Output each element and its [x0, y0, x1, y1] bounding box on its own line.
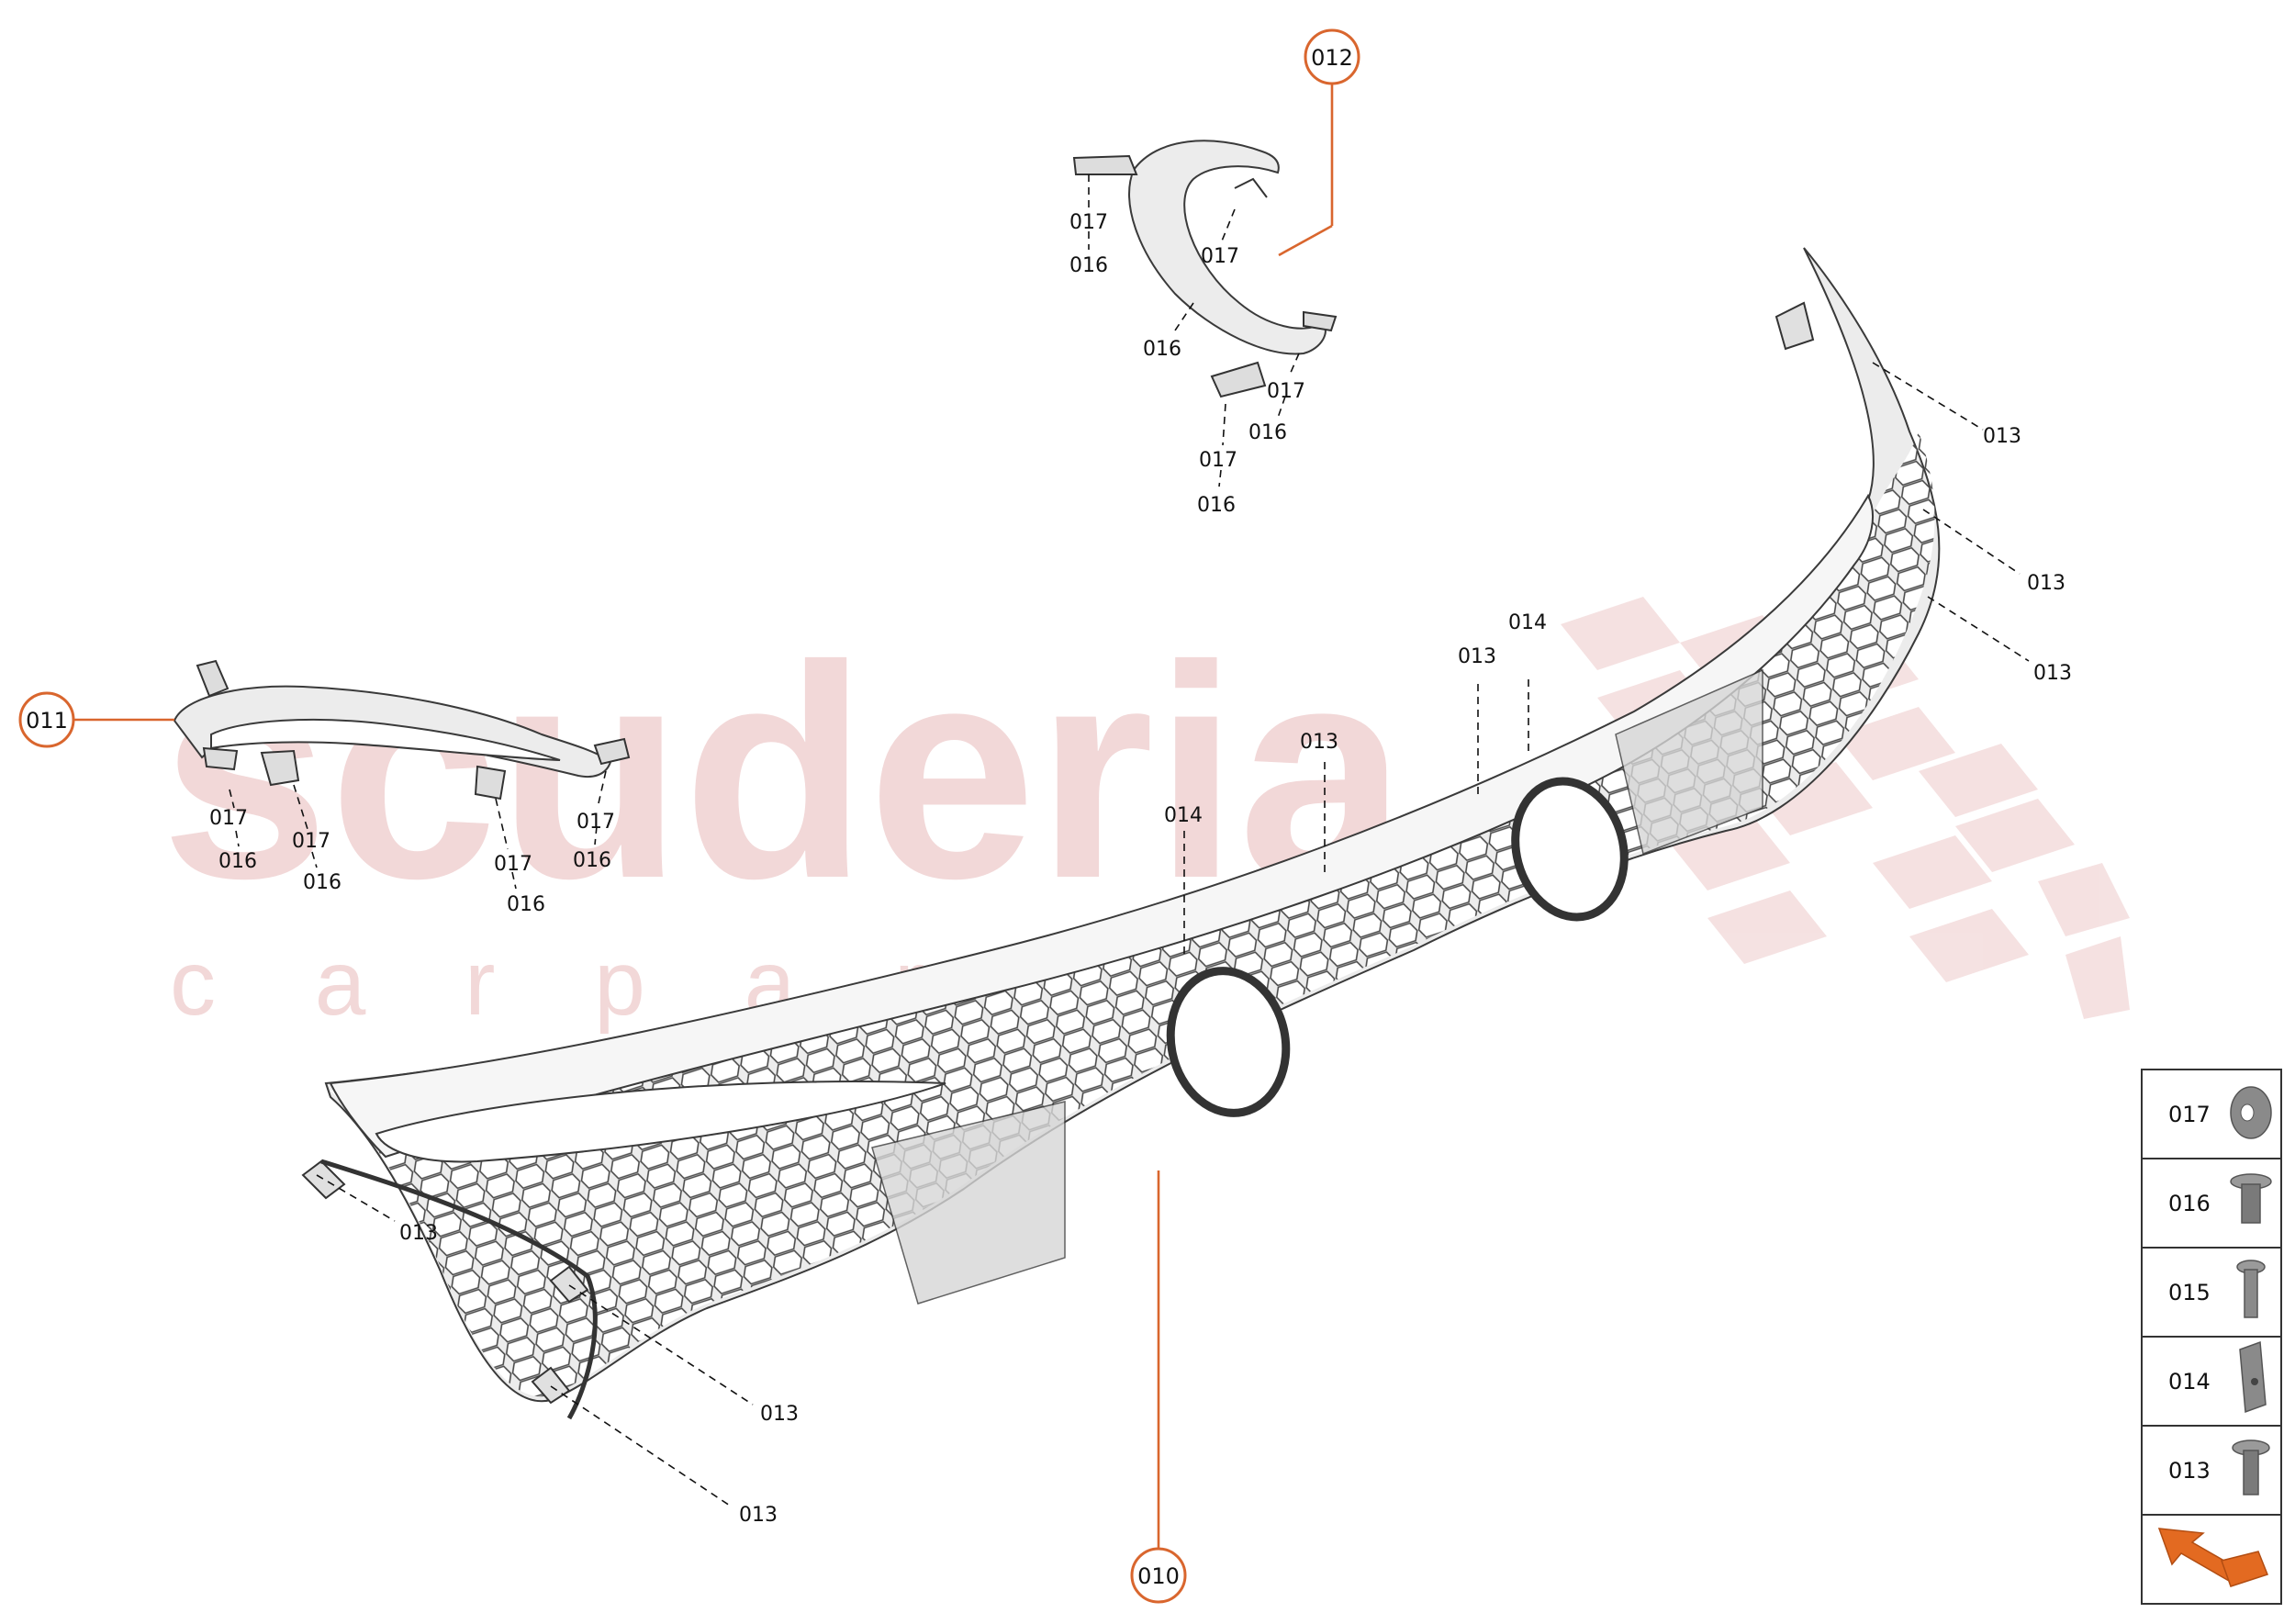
label-013: 013 [2027, 572, 2066, 595]
label-013: 013 [760, 1403, 799, 1426]
washer-icon [2230, 1086, 2272, 1139]
bracket-011-tab-mid-b [474, 765, 507, 801]
grille-inner-panel-left [871, 1101, 1066, 1305]
bracket-012-notch [1234, 177, 1268, 198]
label-014: 014 [1508, 611, 1547, 634]
grille-top-rail [329, 493, 1874, 1159]
leader-lines [229, 174, 2030, 1506]
label-017: 017 [1069, 211, 1108, 234]
label-017: 017 [494, 853, 532, 876]
label-014: 014 [1164, 804, 1203, 827]
label-013: 013 [1458, 645, 1496, 668]
legend-code-016: 016 [2168, 1191, 2211, 1216]
label-013: 013 [1300, 731, 1338, 754]
legend-row-013 [2141, 1425, 2282, 1516]
clip-nut-icon [2239, 1340, 2267, 1414]
label-016: 016 [1069, 254, 1108, 277]
screw-icon [2236, 1260, 2266, 1318]
label-013: 013 [2033, 662, 2072, 685]
label-017: 017 [577, 811, 615, 834]
bracket-011-tab-left [196, 659, 230, 698]
grille-left-side-strip [320, 1159, 598, 1420]
callout-010-label: 010 [1137, 1563, 1180, 1589]
callout-012-label: 012 [1311, 45, 1353, 71]
grille-inner-panel-right [1615, 668, 1763, 856]
label-016: 016 [1143, 338, 1181, 361]
callout-010: 010 [1130, 1170, 1187, 1604]
label-016: 016 [218, 850, 257, 873]
mounting-tab-left-top [301, 1159, 346, 1200]
mounting-tab-left-low [531, 1366, 571, 1405]
grille-left-opening [375, 1081, 946, 1163]
label-013: 013 [1983, 425, 2021, 448]
bracket-012-tab-top-left [1072, 154, 1138, 175]
flange-bolt-icon [2230, 1173, 2272, 1224]
fastener-legend: 017 016 015 014 013 [2141, 1069, 2282, 1605]
label-013: 013 [399, 1222, 438, 1245]
label-016: 016 [507, 893, 545, 916]
bracket-011-tab-right [593, 737, 631, 766]
bracket-012 [1072, 140, 1338, 398]
label-016: 016 [1248, 421, 1287, 444]
mounting-tab-right-top [1774, 301, 1815, 351]
legend-code-014: 014 [2168, 1369, 2211, 1394]
label-017: 017 [1201, 245, 1239, 268]
legend-code-015: 015 [2168, 1280, 2211, 1305]
orientation-arrow-icon [2157, 1528, 2268, 1587]
bracket-011-tab-end [202, 746, 239, 771]
callout-012: 012 [1278, 28, 1360, 257]
legend-row-015 [2141, 1247, 2282, 1338]
sensor-ring-right [1511, 777, 1629, 922]
bolt-icon [2232, 1439, 2270, 1495]
label-017: 017 [292, 830, 330, 853]
watermark-brand: scuderia [161, 602, 1408, 941]
label-016: 016 [1197, 494, 1236, 517]
bracket-012-tab-bottom [1210, 361, 1267, 398]
label-016: 016 [303, 871, 341, 894]
callout-011-label: 011 [26, 708, 68, 734]
label-017: 017 [1199, 449, 1237, 472]
callout-011: 011 [18, 691, 174, 748]
label-013: 013 [739, 1504, 778, 1527]
bracket-011-opening [210, 718, 561, 761]
legend-code-017: 017 [2168, 1102, 2211, 1127]
label-017: 017 [209, 807, 248, 830]
bracket-011-tab-mid-a [260, 749, 300, 787]
sensor-ring-left [1166, 967, 1291, 1117]
bracket-011 [173, 659, 631, 801]
part-labels: 013 013 013 014 013 013 014 013 013 013 … [209, 211, 2072, 1527]
mounting-tab-left-mid [549, 1265, 589, 1304]
bracket-012-tab-right [1303, 310, 1338, 332]
label-016: 016 [573, 849, 611, 872]
label-017: 017 [1267, 380, 1305, 403]
legend-code-013: 013 [2168, 1458, 2211, 1484]
